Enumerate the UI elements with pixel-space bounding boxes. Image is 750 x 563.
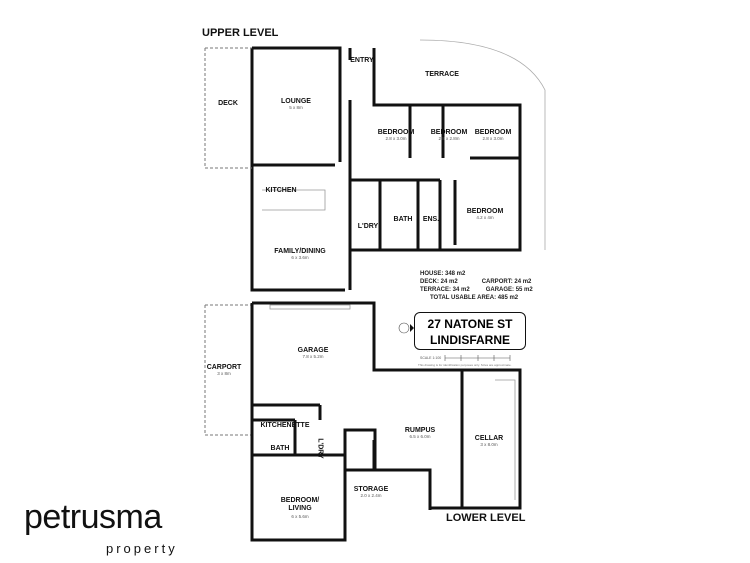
address-box: 27 NATONE ST LINDISFARNE xyxy=(414,312,526,350)
area-house: HOUSE: 348 m2 xyxy=(420,271,466,277)
room-laundry: L'DRY xyxy=(357,223,379,230)
area-deck: DECK: 24 m2 xyxy=(420,279,458,285)
compass-icon xyxy=(398,322,414,334)
room-lower-bath: BATH xyxy=(270,445,290,452)
scale-label: SCALE 1:100 xyxy=(420,356,442,360)
brand-logo-sub: property xyxy=(106,541,178,556)
room-bath: BATH xyxy=(393,216,413,223)
room-terrace: TERRACE xyxy=(425,71,459,78)
room-lower-laundry: L'DRY xyxy=(316,438,324,459)
address-suburb: LINDISFARNE xyxy=(429,333,510,347)
room-kitchen: KITCHEN xyxy=(265,187,297,194)
area-terrace: TERRACE: 34 m2 xyxy=(420,287,470,293)
area-carport: CARPORT: 24 m2 xyxy=(481,279,532,285)
room-entry: ENTRY xyxy=(350,57,374,64)
room-ensuite: ENS. xyxy=(422,216,440,223)
disclaimer-note: This drawing is for identification purpo… xyxy=(418,363,512,367)
brand-logo: petrusma xyxy=(24,498,162,536)
room-deck: DECK xyxy=(218,100,238,107)
area-total: TOTAL USABLE AREA: 485 m2 xyxy=(430,295,519,301)
lower-level-heading: LOWER LEVEL xyxy=(446,512,526,524)
upper-level-heading: UPPER LEVEL xyxy=(202,27,279,39)
address-street: 27 NATONE ST xyxy=(427,317,513,331)
area-garage: GARAGE: 55 m2 xyxy=(485,287,533,293)
scale-bar xyxy=(444,355,511,361)
room-kitchenette: KITCHENETTE xyxy=(260,422,310,429)
